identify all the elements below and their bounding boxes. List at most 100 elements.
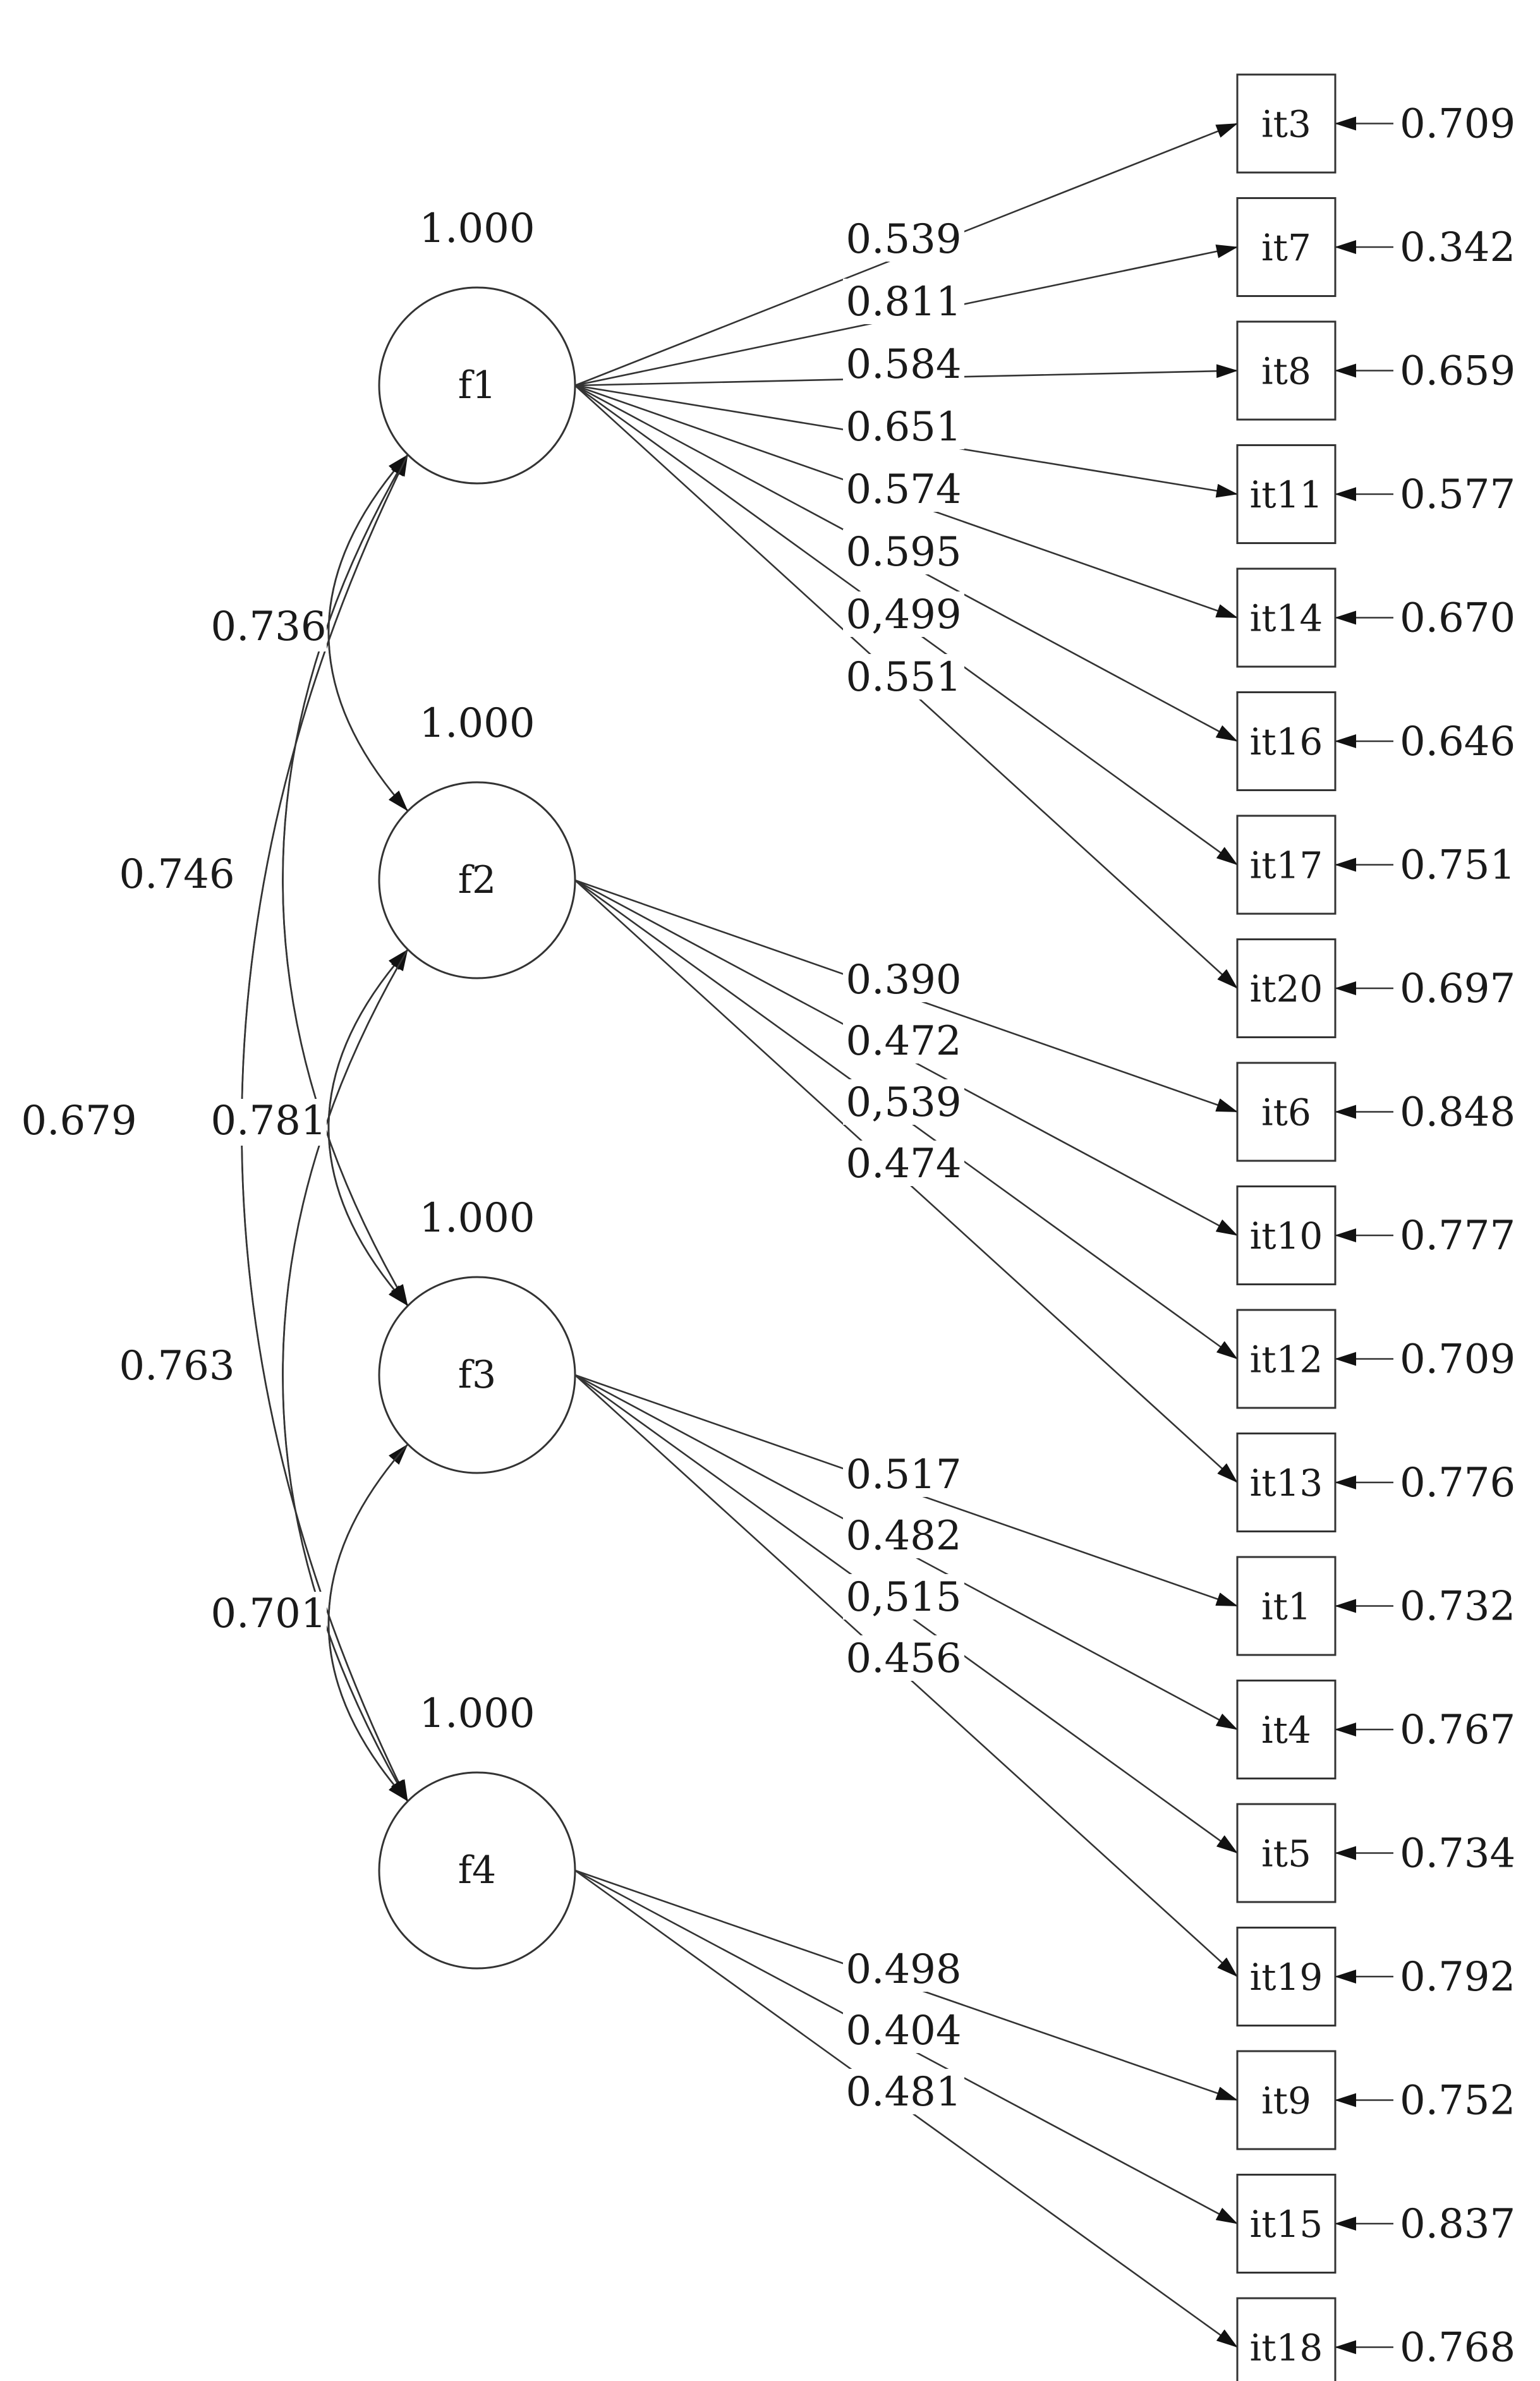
correlation-value-f1-f3: 0.746 [119, 851, 234, 898]
factor-circle-f2 [378, 781, 576, 979]
factor-circle-f1 [378, 286, 576, 485]
error-variance-it11: 0.577 [1400, 471, 1515, 518]
item-label-it3: it3 [1261, 103, 1311, 146]
correlation-label-background [21, 1099, 137, 1146]
item-box-it10 [1236, 1185, 1337, 1285]
item-label-it19: it19 [1250, 1956, 1323, 1999]
error-variance-it1: 0.732 [1400, 1584, 1515, 1630]
loading-value-it4: 0.482 [846, 1513, 961, 1560]
correlation-value-f1-f4: 0.679 [21, 1098, 136, 1144]
factor-circle-f3 [378, 1276, 576, 1474]
error-variance-it20: 0.697 [1400, 966, 1515, 1012]
item-box-it12 [1236, 1309, 1337, 1409]
error-variance-it16: 0.646 [1400, 718, 1515, 765]
loading-value-it9: 0.498 [846, 1946, 961, 1993]
item-box-it9 [1236, 2050, 1337, 2150]
item-label-it4: it4 [1261, 1709, 1311, 1752]
item-box-it6 [1236, 1062, 1337, 1162]
loading-label-background [843, 216, 964, 262]
correlation-value-f2-f3: 0.781 [210, 1098, 326, 1144]
item-label-it9: it9 [1261, 2080, 1311, 2123]
factor-circle-f4 [378, 1771, 576, 1970]
error-variance-it4: 0.767 [1400, 1707, 1515, 1754]
loading-label-background [843, 1635, 964, 1681]
item-box-it14 [1236, 567, 1337, 668]
loading-label-background [843, 591, 964, 637]
item-label-it17: it17 [1250, 844, 1323, 887]
item-box-it4 [1236, 1680, 1337, 1779]
loading-label-background [843, 1141, 964, 1186]
loading-label-background [843, 2008, 964, 2053]
correlation-value-f1-f2: 0.736 [210, 603, 326, 650]
correlation-value-f3-f4: 0.701 [210, 1590, 326, 1637]
item-box-it1 [1236, 1556, 1337, 1656]
loading-value-it6: 0.390 [846, 957, 961, 1003]
item-box-it11 [1236, 444, 1337, 544]
error-variance-it19: 0.792 [1400, 1954, 1515, 2001]
loading-label-background [843, 404, 964, 449]
item-label-it14: it14 [1250, 597, 1323, 640]
item-label-it15: it15 [1250, 2203, 1323, 2246]
item-box-it8 [1236, 320, 1337, 421]
error-variance-it7: 0.342 [1400, 224, 1515, 271]
item-label-it11: it11 [1250, 473, 1323, 516]
loading-label-background [843, 957, 964, 1002]
loading-label-background [843, 654, 964, 700]
loading-label-background [843, 279, 964, 324]
error-variance-it13: 0.776 [1400, 1460, 1515, 1506]
loading-label-background [843, 1946, 964, 1992]
item-label-it18: it18 [1250, 2327, 1323, 2370]
labels-layer: 0.736 0.746 0.679 0.781 0.763 0.701 0.539 0.709… [21, 101, 1515, 2372]
error-variance-it15: 0.837 [1400, 2201, 1515, 2248]
loading-label-background [843, 1513, 964, 1558]
loading-value-it17: 0,499 [846, 591, 961, 638]
loading-label-background [843, 2069, 964, 2114]
factor-variance-f2: 1.000 [419, 700, 535, 747]
factor-label-f4: f4 [458, 1848, 496, 1893]
loading-value-it1: 0.517 [846, 1451, 961, 1498]
factor-variance-f4: 1.000 [419, 1690, 535, 1737]
item-box-it5 [1236, 1803, 1337, 1903]
loading-value-it7: 0.811 [846, 279, 961, 325]
error-variance-it3: 0.709 [1400, 101, 1515, 148]
item-label-it6: it6 [1261, 1091, 1311, 1134]
item-box-it17 [1236, 815, 1337, 915]
item-label-it12: it12 [1250, 1338, 1323, 1381]
correlation-arrow-f3-f2 [327, 949, 408, 1306]
item-label-it8: it8 [1261, 350, 1311, 393]
item-box-it18 [1236, 2297, 1337, 2381]
loading-label-background [843, 529, 964, 574]
loading-value-it8: 0.584 [846, 341, 961, 388]
item-box-it7 [1236, 197, 1337, 297]
item-label-it16: it16 [1250, 720, 1323, 763]
item-label-it20: it20 [1250, 967, 1323, 1010]
correlation-label-background [210, 1099, 327, 1146]
loading-value-it14: 0.574 [846, 466, 961, 513]
correlation-label-background [210, 605, 327, 651]
correlation-label-background [210, 1592, 327, 1639]
error-variance-it17: 0.751 [1400, 842, 1515, 889]
loading-label-background [843, 341, 964, 387]
error-variance-it12: 0.709 [1400, 1336, 1515, 1383]
error-variance-it5: 0.734 [1400, 1831, 1515, 1877]
item-box-it19 [1236, 1927, 1337, 2027]
loading-value-it20: 0.551 [846, 654, 961, 701]
item-label-it7: it7 [1261, 226, 1311, 269]
correlation-arrow-f4-f3 [327, 1444, 408, 1802]
loading-value-it10: 0.472 [846, 1018, 961, 1065]
factor-label-f1: f1 [458, 363, 496, 408]
loading-value-it3: 0.539 [846, 216, 961, 263]
correlation-label-background [119, 1344, 235, 1391]
error-variance-it10: 0.777 [1400, 1213, 1515, 1259]
correlation-value-f2-f4: 0.763 [119, 1343, 234, 1390]
loading-value-it16: 0.595 [846, 529, 961, 576]
error-variance-it6: 0.848 [1400, 1089, 1515, 1136]
factor-label-f2: f2 [458, 858, 496, 902]
loading-label-background [843, 1079, 964, 1125]
item-label-it1: it1 [1261, 1585, 1311, 1628]
factor-label-f3: f3 [458, 1353, 496, 1397]
loading-value-it18: 0.481 [846, 2069, 961, 2116]
item-box-it13 [1236, 1433, 1337, 1532]
loading-label-background [843, 1018, 964, 1063]
